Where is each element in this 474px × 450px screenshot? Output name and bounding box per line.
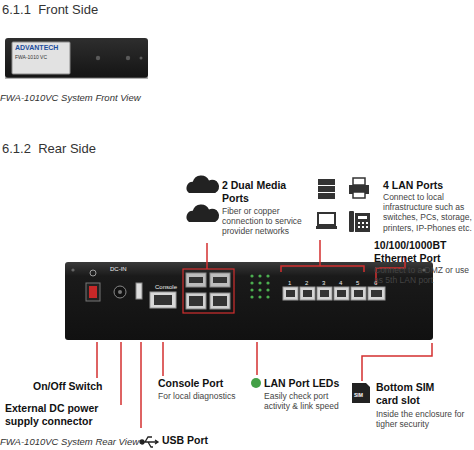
callout-text: Connect to a DMZ or use as 5th LAN port bbox=[374, 265, 474, 285]
phone-key bbox=[362, 222, 364, 224]
phone-key bbox=[358, 226, 360, 228]
callout-title: Console Port bbox=[158, 377, 258, 390]
callout-title: 10/100/1000BT Ethernet Port bbox=[374, 239, 466, 264]
callout-text: Inside the enclosure for tigher security bbox=[376, 409, 470, 429]
phone-key bbox=[366, 222, 368, 224]
callout-title: External DC power supply connector bbox=[5, 402, 123, 427]
callout-text: For local diagnostics bbox=[158, 391, 258, 401]
leader-bracket bbox=[362, 343, 432, 381]
callout-title: USB Port bbox=[162, 434, 242, 447]
server-icon bbox=[318, 179, 335, 199]
laptop-icon bbox=[316, 213, 337, 229]
phone-key bbox=[366, 226, 368, 228]
phone-key bbox=[362, 226, 364, 228]
laptop-base bbox=[316, 226, 337, 229]
cloud-shape bbox=[187, 176, 220, 193]
figure-caption: FWA-1010VC System Rear View bbox=[0, 436, 260, 447]
callout-text: Easily check port activity & link speed bbox=[264, 391, 352, 411]
printer-tray bbox=[353, 192, 365, 198]
phone-display bbox=[358, 216, 367, 219]
callout-text: Connect to local infrastructure such as … bbox=[383, 192, 474, 233]
phone-icon bbox=[349, 211, 370, 232]
usb-dot bbox=[140, 440, 144, 444]
panel-marking: 2 bbox=[305, 280, 308, 286]
leader-line bbox=[162, 342, 164, 376]
leader-line bbox=[120, 342, 122, 405]
printer-body bbox=[349, 185, 369, 194]
callout-title: On/Off Switch bbox=[33, 380, 153, 393]
cloud-shape bbox=[187, 205, 220, 222]
server-unit bbox=[318, 186, 335, 192]
callout-title: LAN Port LEDs bbox=[264, 377, 364, 390]
cloud-icon bbox=[187, 205, 220, 222]
section-heading: 6.1.1 Front Side bbox=[2, 2, 302, 18]
phone-base bbox=[355, 213, 370, 232]
callout-text: Fiber or copper connection to service pr… bbox=[222, 206, 318, 237]
usb-trident bbox=[142, 437, 158, 447]
callout-title: Bottom SIM card slot bbox=[376, 381, 450, 406]
section-heading: 6.1.2 Rear Side bbox=[2, 141, 302, 157]
leader-line bbox=[96, 342, 98, 378]
callout-title: 4 LAN Ports bbox=[383, 179, 473, 192]
printer-icon bbox=[349, 178, 369, 198]
leader-line bbox=[140, 342, 142, 428]
server-unit bbox=[318, 193, 335, 199]
printer-paper bbox=[353, 178, 365, 185]
led-icon bbox=[251, 378, 261, 388]
leader-line bbox=[256, 342, 258, 375]
server-unit bbox=[318, 179, 335, 185]
usb-symbol bbox=[140, 437, 158, 447]
panel-marking: 4 bbox=[339, 280, 342, 286]
phone-handset bbox=[349, 211, 354, 232]
cloud-icon bbox=[187, 176, 220, 193]
front-panel: ADVANTECH FWA-1010 VC bbox=[5, 38, 148, 78]
panel-marking: FWA-1010 VC bbox=[15, 55, 47, 60]
sim-icon bbox=[352, 383, 370, 403]
callout-title: 2 Dual Media Ports bbox=[222, 179, 304, 204]
panel-marking: ADVANTECH bbox=[15, 44, 58, 51]
panel-marking: Console bbox=[155, 284, 177, 290]
icon-text: SIM bbox=[354, 392, 370, 398]
panel-marking: 5 bbox=[356, 280, 359, 286]
panel-marking: 1 bbox=[288, 280, 291, 286]
laptop-screen bbox=[318, 213, 335, 225]
phone-key bbox=[358, 222, 360, 224]
panel-marking: DC-IN bbox=[110, 266, 127, 272]
figure-caption: FWA-1010VC System Front View bbox=[0, 92, 260, 103]
panel-marking: 3 bbox=[322, 280, 325, 286]
